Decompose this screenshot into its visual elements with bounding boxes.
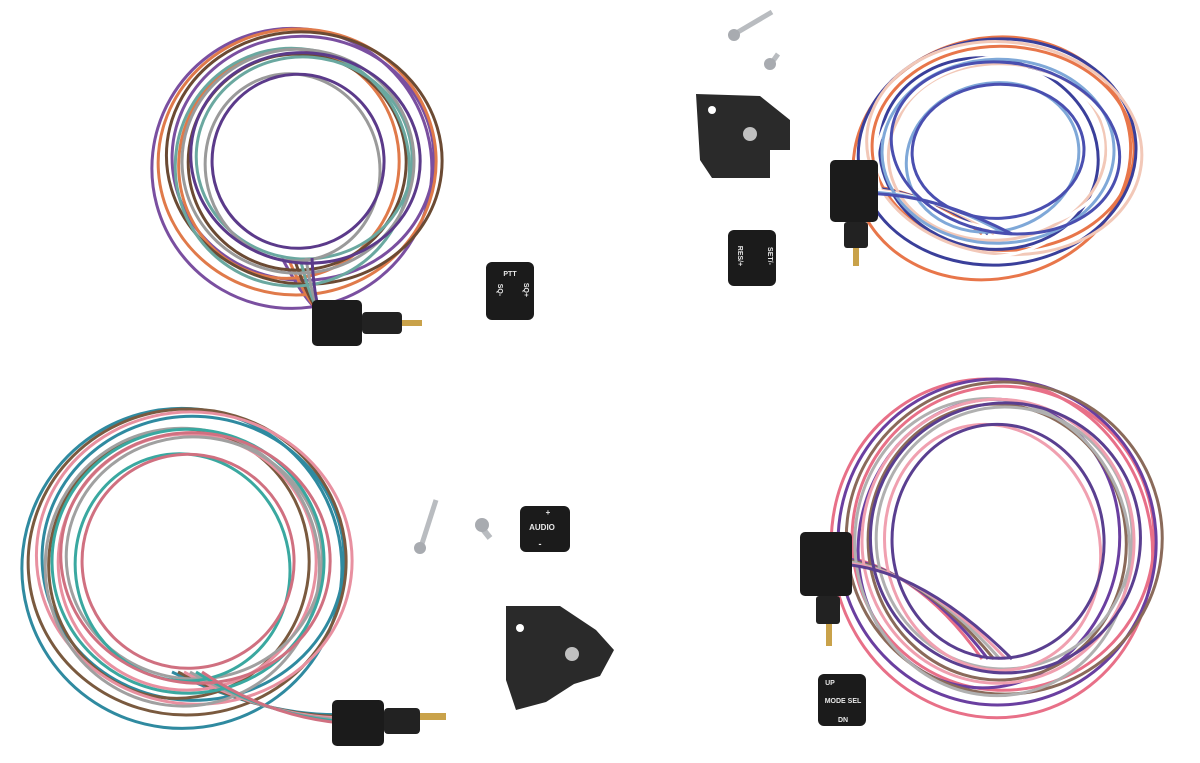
wire-loop xyxy=(886,62,1108,242)
wire-loop xyxy=(865,40,1144,257)
wire-loop xyxy=(868,401,1142,675)
wire-loop xyxy=(850,384,1156,692)
switch-cap-ptt: SQ- PTT SQ+ xyxy=(486,262,534,320)
screw-long-bottom xyxy=(414,499,439,554)
screw-short-top xyxy=(764,52,781,70)
cap-label-set: SET/- xyxy=(766,247,773,266)
wire-loop xyxy=(164,30,444,286)
mounting-bracket-bottom xyxy=(506,606,614,710)
switch-cap-mode: UP MODE SEL DN xyxy=(818,674,866,726)
wire-loop xyxy=(203,72,382,263)
cap-label-up: UP xyxy=(825,680,835,687)
wire-loop xyxy=(59,431,332,685)
connector-bottom-right xyxy=(800,532,852,646)
cap-label-ptt: PTT xyxy=(503,271,517,278)
cap-label-dn: DN xyxy=(838,717,848,724)
wire-loop xyxy=(890,422,1106,660)
wire-loop xyxy=(210,72,386,250)
wire-loop xyxy=(853,397,1132,698)
screw-short-bottom xyxy=(475,518,493,540)
wire-loop xyxy=(40,414,346,702)
wire-loop xyxy=(880,57,1116,245)
wire-harness-bottom-right xyxy=(824,377,1164,720)
wire-harness-top-left xyxy=(150,26,444,326)
switch-cap-cruise: RES/+ SET/- xyxy=(728,230,776,286)
screw-long-top xyxy=(728,9,774,41)
wire-loop xyxy=(43,426,321,708)
connector-top-left xyxy=(312,300,422,346)
wire-loop xyxy=(180,47,416,275)
connector-bottom-left xyxy=(332,700,446,746)
wire-loop xyxy=(50,427,326,695)
cap-label-res: RES/+ xyxy=(736,246,743,266)
connector-top-right xyxy=(830,160,878,266)
cap-label-sq-plus: SQ+ xyxy=(522,283,529,297)
wire-harness-bottom-left xyxy=(20,406,356,730)
wire-loop xyxy=(889,60,1122,236)
mounting-bracket-top xyxy=(696,94,790,178)
wire-loop xyxy=(20,406,344,730)
cap-label-plus: + xyxy=(546,508,551,517)
wire-loop xyxy=(910,82,1086,220)
cap-label-sq-minus: SQ- xyxy=(496,284,503,297)
wire-loop xyxy=(844,380,1164,696)
wire-loop xyxy=(189,51,422,265)
wire-loop xyxy=(860,397,1136,685)
wire-harness-top-right xyxy=(851,35,1144,282)
wire-loop xyxy=(194,55,414,261)
wire-loop xyxy=(173,46,411,288)
cap-label-minus: - xyxy=(539,539,542,549)
wire-loop xyxy=(874,405,1134,671)
cap-label-mode-sel: MODE SEL xyxy=(825,698,862,705)
wire-loop xyxy=(80,452,296,670)
cap-label-audio: AUDIO xyxy=(529,523,555,532)
wire-loop xyxy=(26,407,348,717)
wire-loop xyxy=(64,435,324,681)
switch-cap-audio: + AUDIO - xyxy=(520,506,570,552)
wire-loop xyxy=(34,410,354,706)
